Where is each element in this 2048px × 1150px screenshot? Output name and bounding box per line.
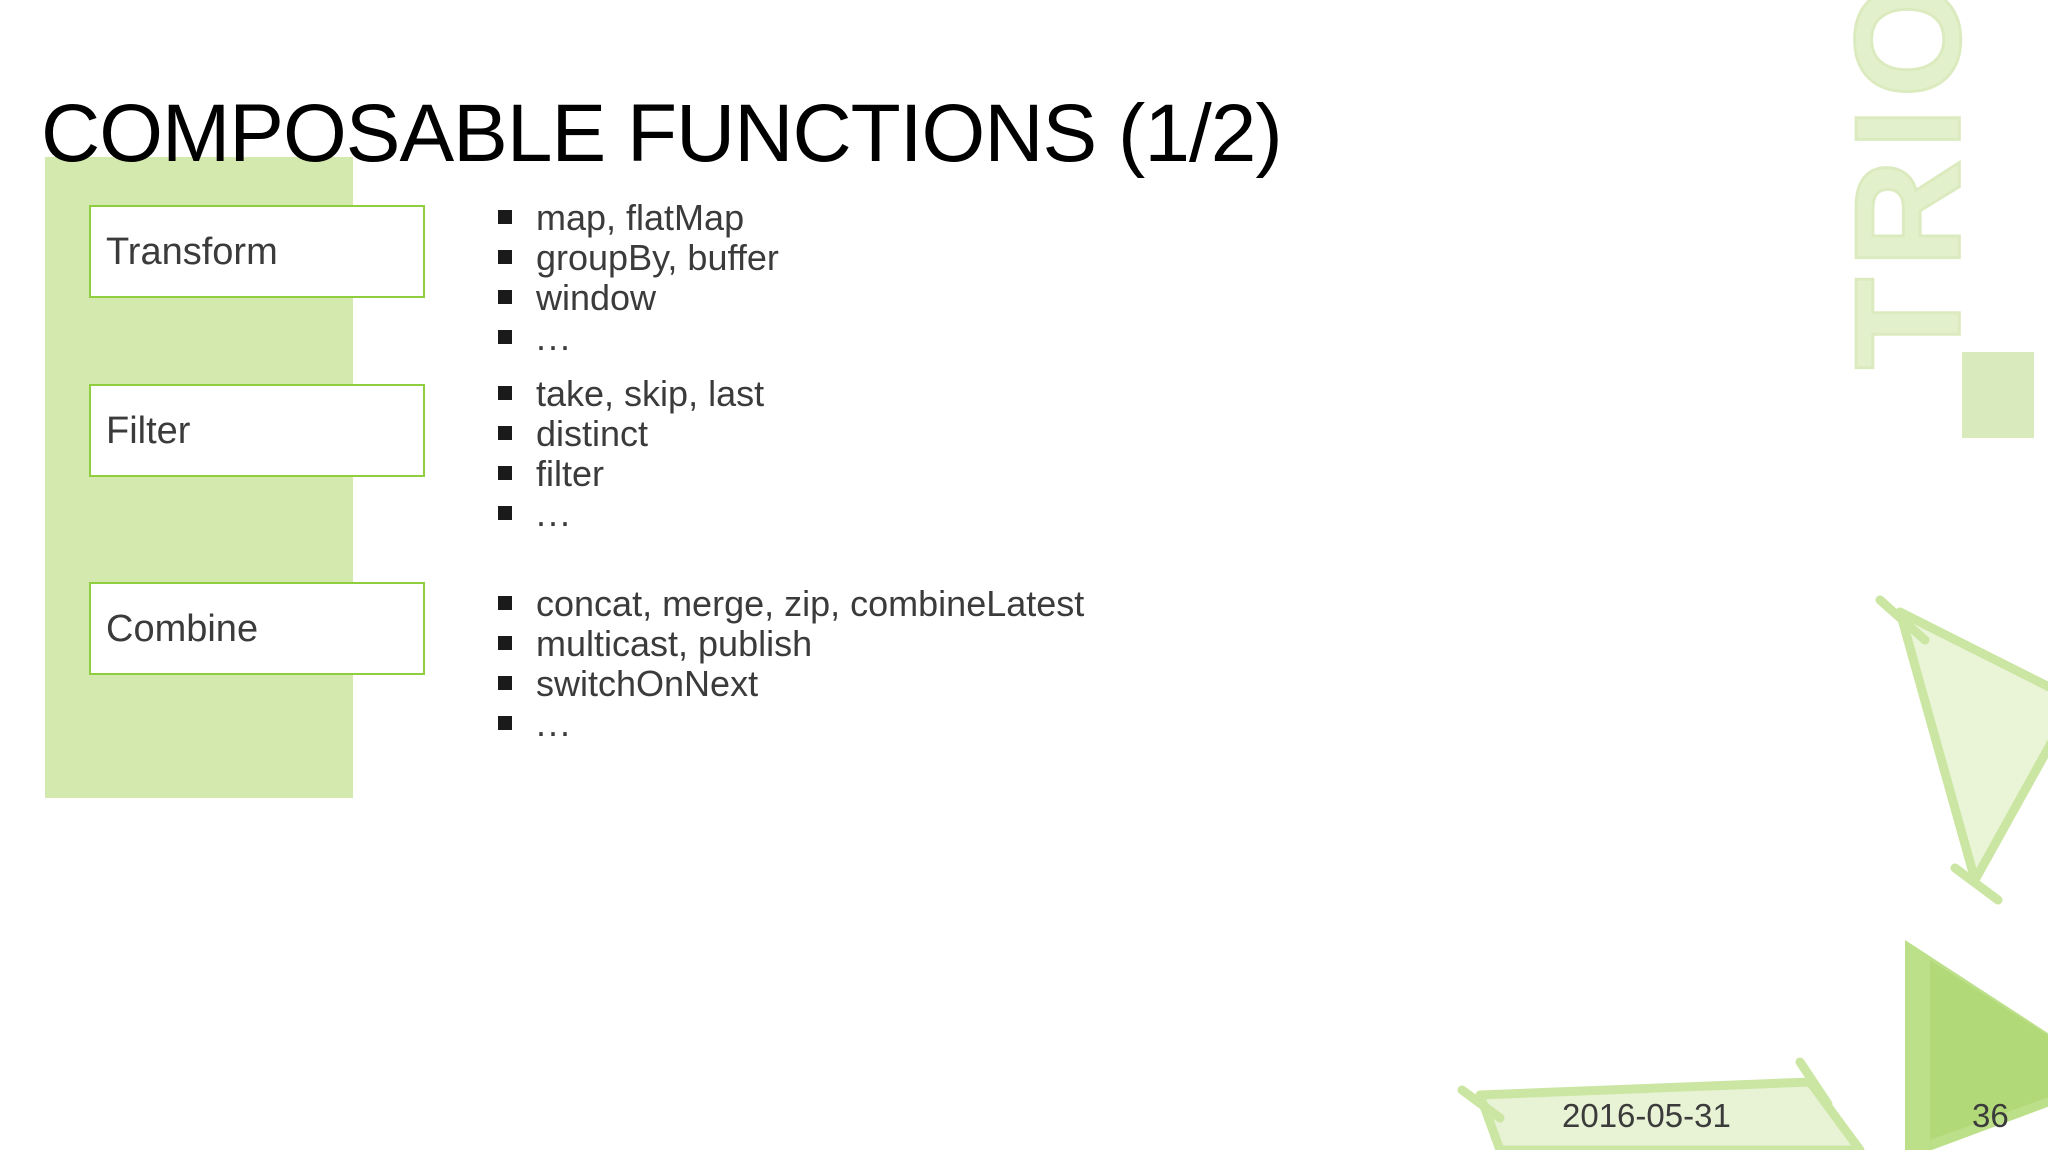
category-label: Combine — [106, 607, 259, 650]
list-item: multicast, publish — [498, 624, 1778, 664]
list-item-label: ... — [536, 317, 573, 358]
square-bullet-icon — [498, 596, 512, 610]
list-item: map, flatMap — [498, 198, 1778, 238]
list-item-label: multicast, publish — [536, 623, 813, 664]
operator-lists: map, flatMap groupBy, buffer window ... … — [498, 198, 1778, 744]
footer-page-number: 36 — [1972, 1097, 2009, 1134]
bullet-group-filter: take, skip, last distinct filter ... — [498, 374, 1778, 534]
list-item-label: window — [536, 277, 657, 318]
list-item-label: map, flatMap — [536, 197, 745, 238]
category-box-combine[interactable]: Combine — [89, 582, 425, 675]
list-item: ... — [498, 318, 1778, 358]
list-item: distinct — [498, 414, 1778, 454]
square-bullet-icon — [498, 386, 512, 400]
category-label: Filter — [106, 409, 191, 452]
list-item: concat, merge, zip, combineLatest — [498, 584, 1778, 624]
square-bullet-icon — [498, 290, 512, 304]
square-bullet-icon — [498, 716, 512, 730]
list-item: filter — [498, 454, 1778, 494]
list-item: window — [498, 278, 1778, 318]
category-box-transform[interactable]: Transform — [89, 205, 425, 298]
square-bullet-icon — [498, 250, 512, 264]
square-bullet-icon — [498, 210, 512, 224]
square-bullet-icon — [498, 426, 512, 440]
list-item-label: switchOnNext — [536, 663, 759, 704]
square-bullet-icon — [498, 636, 512, 650]
trion-watermark: TRION — [1822, 0, 1993, 371]
square-bullet-icon — [498, 506, 512, 520]
bullet-group-combine: concat, merge, zip, combineLatest multic… — [498, 584, 1778, 744]
list-item-label: ... — [536, 493, 573, 534]
list-item: groupBy, buffer — [498, 238, 1778, 278]
list-item: ... — [498, 704, 1778, 744]
list-item: take, skip, last — [498, 374, 1778, 414]
list-item-label: distinct — [536, 413, 649, 454]
page-title: COMPOSABLE FUNCTIONS (1/2) — [41, 87, 1283, 179]
bullet-group-transform: map, flatMap groupBy, buffer window ... — [498, 198, 1778, 358]
list-item: switchOnNext — [498, 664, 1778, 704]
watermark-accent-block — [1962, 352, 2034, 438]
footer-date: 2016-05-31 — [1562, 1097, 1731, 1134]
category-box-filter[interactable]: Filter — [89, 384, 425, 477]
category-label: Transform — [106, 230, 278, 273]
list-item: ... — [498, 494, 1778, 534]
list-item-label: groupBy, buffer — [536, 237, 779, 278]
list-item-label: take, skip, last — [536, 373, 765, 414]
list-item-label: ... — [536, 703, 573, 744]
square-bullet-icon — [498, 330, 512, 344]
square-bullet-icon — [498, 466, 512, 480]
list-item-label: filter — [536, 453, 605, 494]
square-bullet-icon — [498, 676, 512, 690]
list-item-label: concat, merge, zip, combineLatest — [536, 583, 1085, 624]
